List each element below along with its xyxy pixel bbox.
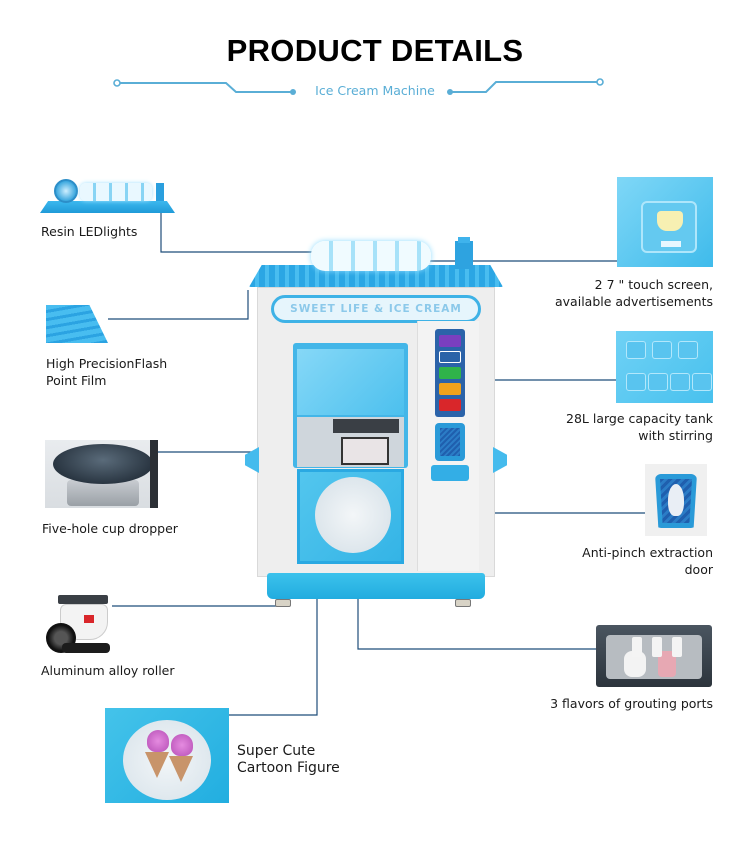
label-tank-line1: 28L large capacity tank bbox=[566, 411, 713, 426]
roller-foot bbox=[62, 643, 110, 653]
port-nozzle bbox=[652, 637, 662, 657]
label-extraction-door: Anti-pinch extraction door bbox=[582, 544, 713, 578]
flavor-pink bbox=[658, 651, 676, 677]
menu-item bbox=[439, 399, 461, 411]
ports-window bbox=[606, 635, 702, 679]
caster-left bbox=[275, 599, 291, 607]
label-tank-line2: with stirring bbox=[638, 428, 713, 443]
cup-icon bbox=[657, 211, 683, 231]
page-title: PRODUCT DETAILS bbox=[226, 33, 524, 68]
led-sign bbox=[311, 241, 431, 271]
led-tower bbox=[156, 183, 164, 201]
label-flash-film-line2: Point Film bbox=[46, 373, 107, 388]
ice-cream-cone-icon bbox=[145, 752, 169, 778]
port-nozzle bbox=[632, 637, 642, 657]
led-tower-cap bbox=[458, 237, 470, 243]
label-tank: 28L large capacity tank with stirring bbox=[566, 410, 713, 444]
ice-cream-cone-icon bbox=[169, 756, 193, 782]
flavor-white bbox=[624, 651, 646, 677]
card-caption bbox=[661, 241, 681, 247]
grouting-ports-image bbox=[596, 625, 712, 687]
menu-cell bbox=[652, 341, 672, 359]
label-touch-screen-line2: available advertisements bbox=[555, 294, 713, 309]
label-grouting-ports: 3 flavors of grouting ports bbox=[550, 696, 713, 711]
pickup-slot[interactable] bbox=[431, 465, 469, 481]
label-flash-film-line1: High PrecisionFlash bbox=[46, 356, 168, 371]
resin-led-image bbox=[40, 177, 175, 213]
control-panel bbox=[333, 419, 399, 433]
ice-cream-swirl-icon bbox=[171, 734, 193, 756]
soft-serve-icon bbox=[668, 484, 684, 516]
cartoon-circle bbox=[315, 477, 391, 553]
cup-dropper-edge bbox=[150, 440, 158, 508]
led-letters bbox=[80, 183, 152, 201]
ice-cream-swirl-icon bbox=[147, 730, 169, 752]
label-door-line1: Anti-pinch extraction bbox=[582, 545, 713, 560]
roller-image bbox=[44, 595, 112, 657]
menu-item bbox=[439, 335, 461, 347]
label-cartoon-line2: Cartoon Figure bbox=[237, 760, 340, 776]
menu-cell bbox=[692, 373, 712, 391]
machine-header-sign: SWEET LIFE & ICE CREAM bbox=[271, 295, 481, 323]
label-flash-film: High PrecisionFlash Point Film bbox=[46, 355, 167, 389]
menu-item bbox=[439, 367, 461, 379]
label-touch-screen-line1: 2 7 " touch screen, bbox=[594, 277, 713, 292]
screen-product-card bbox=[641, 201, 697, 253]
menu-cell bbox=[670, 373, 690, 391]
label-cup-dropper: Five-hole cup dropper bbox=[42, 521, 178, 536]
right-wing bbox=[493, 447, 507, 473]
subtitle: Ice Cream Machine bbox=[315, 83, 435, 98]
led-tower bbox=[455, 241, 473, 269]
extraction-door-inner bbox=[440, 428, 460, 456]
menu-cell bbox=[678, 341, 698, 359]
port-nozzle bbox=[672, 637, 682, 657]
extraction-door-image bbox=[645, 464, 707, 536]
flash-film-image bbox=[46, 305, 108, 343]
menu-cell bbox=[626, 373, 646, 391]
tank-image bbox=[616, 331, 713, 403]
label-cartoon-figure: Super Cute Cartoon Figure bbox=[237, 743, 340, 777]
roller-lock-tab bbox=[84, 615, 94, 623]
grouting-ports-window bbox=[341, 437, 389, 465]
led-base bbox=[40, 201, 175, 213]
touch-screen[interactable] bbox=[297, 349, 404, 415]
machine-roof bbox=[249, 265, 503, 287]
menu-cell bbox=[626, 341, 646, 359]
label-resin-led: Resin LEDlights bbox=[41, 224, 138, 239]
machine-base bbox=[267, 573, 485, 599]
cup-dropper-base bbox=[67, 480, 139, 506]
roller-plate bbox=[58, 595, 108, 604]
menu-item bbox=[439, 383, 461, 395]
left-wing bbox=[245, 447, 259, 473]
caster-right bbox=[455, 599, 471, 607]
touch-screen-image bbox=[617, 177, 713, 267]
label-touch-screen: 2 7 " touch screen, available advertisem… bbox=[555, 276, 713, 310]
menu-item bbox=[439, 351, 461, 363]
menu-board bbox=[435, 329, 465, 417]
label-door-line2: door bbox=[684, 562, 713, 577]
cup-dropper-disc bbox=[53, 444, 153, 484]
label-roller: Aluminum alloy roller bbox=[41, 663, 175, 678]
led-badge-icon bbox=[54, 179, 78, 203]
ice-cream-machine: SWEET LIFE & ICE CREAM bbox=[245, 237, 507, 607]
cup-dropper-image bbox=[45, 440, 158, 508]
menu-cell bbox=[648, 373, 668, 391]
cartoon-figure-image bbox=[105, 708, 229, 803]
label-cartoon-line1: Super Cute bbox=[237, 743, 316, 759]
